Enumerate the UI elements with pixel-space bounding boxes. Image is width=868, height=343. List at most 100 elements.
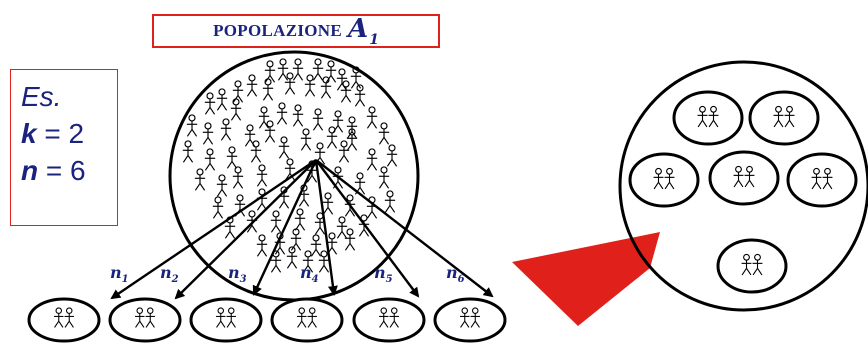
population-title-box: POPOLAZIONE A1 xyxy=(152,14,440,48)
sample-label-n3: n3 xyxy=(228,263,247,285)
person-icon xyxy=(294,208,306,231)
person-icon xyxy=(338,140,350,163)
sampling-arrow xyxy=(315,159,494,298)
person-icon xyxy=(278,136,290,159)
person-icon xyxy=(204,92,216,115)
person-icon xyxy=(250,140,262,163)
zoom-sample-ellipse xyxy=(708,150,780,206)
sample-ellipse xyxy=(270,297,344,343)
population-symbol: A1 xyxy=(348,14,379,47)
person-icon xyxy=(220,118,232,141)
person-icon xyxy=(232,166,244,189)
sample-groups xyxy=(27,297,507,343)
person-icon xyxy=(322,192,334,215)
zoom-sample-group xyxy=(716,238,788,294)
person-icon xyxy=(277,58,289,81)
zoom-sample-ellipse xyxy=(672,90,744,146)
red-zoom-arrow xyxy=(512,232,660,326)
person-icon xyxy=(216,88,228,111)
person-icon xyxy=(366,148,378,171)
sample-label-n2: n2 xyxy=(160,263,179,285)
zoom-sample-group xyxy=(708,150,780,206)
zoom-sample-group xyxy=(628,152,700,208)
sample-label-n1: n1 xyxy=(110,263,129,285)
sample-group xyxy=(352,297,426,343)
zoom-sample-group xyxy=(748,90,820,146)
example-n-line: n = 6 xyxy=(21,152,117,189)
zoom-sample-groups xyxy=(628,90,858,294)
person-icon xyxy=(202,122,214,145)
sample-ellipse xyxy=(433,297,507,343)
person-icon xyxy=(310,234,322,257)
sample-label-n5: n5 xyxy=(374,263,393,285)
zoom-sample-group xyxy=(786,152,858,208)
person-icon xyxy=(256,164,268,187)
example-k-line: k = 2 xyxy=(21,115,117,152)
population-title: POPOLAZIONE xyxy=(213,21,342,40)
sample-ellipse xyxy=(27,297,101,343)
zoom-sample-ellipse xyxy=(716,238,788,294)
person-icon xyxy=(284,72,296,95)
n-value: 6 xyxy=(70,155,86,186)
zoom-sample-ellipse xyxy=(786,152,858,208)
sample-ellipse xyxy=(108,297,182,343)
person-icon xyxy=(312,58,324,81)
k-value: 2 xyxy=(68,118,85,149)
sample-labels: n1 n2 n3 n4 n5 n6 xyxy=(110,263,465,285)
sampling-arrow xyxy=(252,159,318,296)
person-icon xyxy=(182,140,194,163)
sample-ellipse xyxy=(189,297,263,343)
person-icon xyxy=(212,196,224,219)
person-icon xyxy=(312,108,324,131)
person-icon xyxy=(326,126,338,149)
person-icon xyxy=(384,190,396,213)
person-icon xyxy=(194,168,206,191)
example-box: Es. k = 2 n = 6 xyxy=(10,69,118,226)
person-icon xyxy=(304,74,316,97)
person-icon xyxy=(336,216,348,239)
person-icon xyxy=(230,98,242,121)
person-icon xyxy=(262,78,274,101)
n-equals: = xyxy=(38,155,71,186)
population-symbol-subscript: 1 xyxy=(369,31,379,48)
sample-label-n6: n6 xyxy=(446,263,465,285)
zoom-sample-ellipse xyxy=(748,90,820,146)
zoom-circle xyxy=(618,60,868,312)
person-icon xyxy=(378,166,390,189)
k-variable: k xyxy=(21,118,37,149)
sample-group xyxy=(108,297,182,343)
person-icon xyxy=(366,106,378,129)
sampling-arrows xyxy=(110,159,494,300)
sample-group xyxy=(189,297,263,343)
person-icon xyxy=(270,210,282,233)
sample-label-n4: n4 xyxy=(300,263,319,285)
sampling-arrow xyxy=(315,159,420,298)
person-icon xyxy=(226,146,238,169)
sample-group xyxy=(433,297,507,343)
person-icon xyxy=(216,174,228,197)
person-icon xyxy=(292,58,304,81)
population-people xyxy=(182,58,398,273)
person-icon xyxy=(344,228,356,251)
zoom-sample-group xyxy=(672,90,744,146)
person-icon xyxy=(292,104,304,127)
person-icon xyxy=(204,148,216,171)
person-icon xyxy=(300,128,312,151)
sampling-arrow xyxy=(314,159,338,296)
person-icon xyxy=(246,74,258,97)
sampling-arrow xyxy=(174,159,317,300)
n-variable: n xyxy=(21,155,39,186)
person-icon xyxy=(325,60,337,83)
sample-group xyxy=(27,297,101,343)
person-icon xyxy=(276,102,288,125)
sample-group xyxy=(270,297,344,343)
population-symbol-letter: A xyxy=(348,14,369,45)
example-heading: Es. xyxy=(21,81,62,112)
sample-ellipse xyxy=(352,297,426,343)
zoom-sample-ellipse xyxy=(628,152,700,208)
person-icon xyxy=(256,234,268,257)
k-equals: = xyxy=(36,118,69,149)
person-icon xyxy=(378,122,390,145)
person-icon xyxy=(386,144,398,167)
